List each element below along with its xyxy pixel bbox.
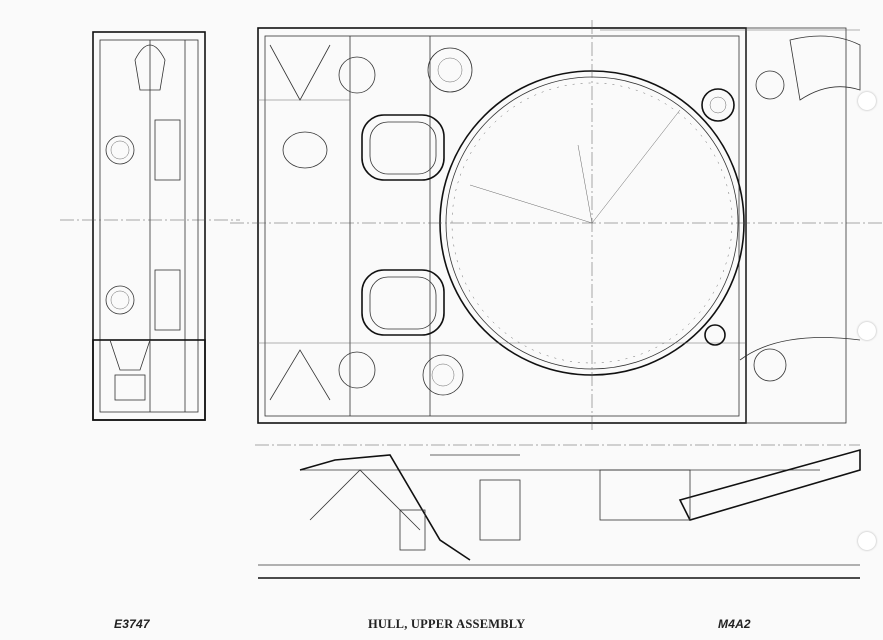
front-plate-view — [600, 27, 861, 424]
drawing-number: E3747 — [114, 617, 150, 631]
punch-hole — [858, 532, 876, 550]
elevation-view-bottom — [255, 444, 861, 579]
vehicle-model: M4A2 — [718, 617, 751, 631]
side-view-left — [60, 31, 240, 421]
punch-hole — [858, 92, 876, 110]
punch-hole — [858, 322, 876, 340]
plan-view-main — [230, 20, 883, 430]
drawing-title: HULL, UPPER ASSEMBLY — [368, 617, 526, 631]
